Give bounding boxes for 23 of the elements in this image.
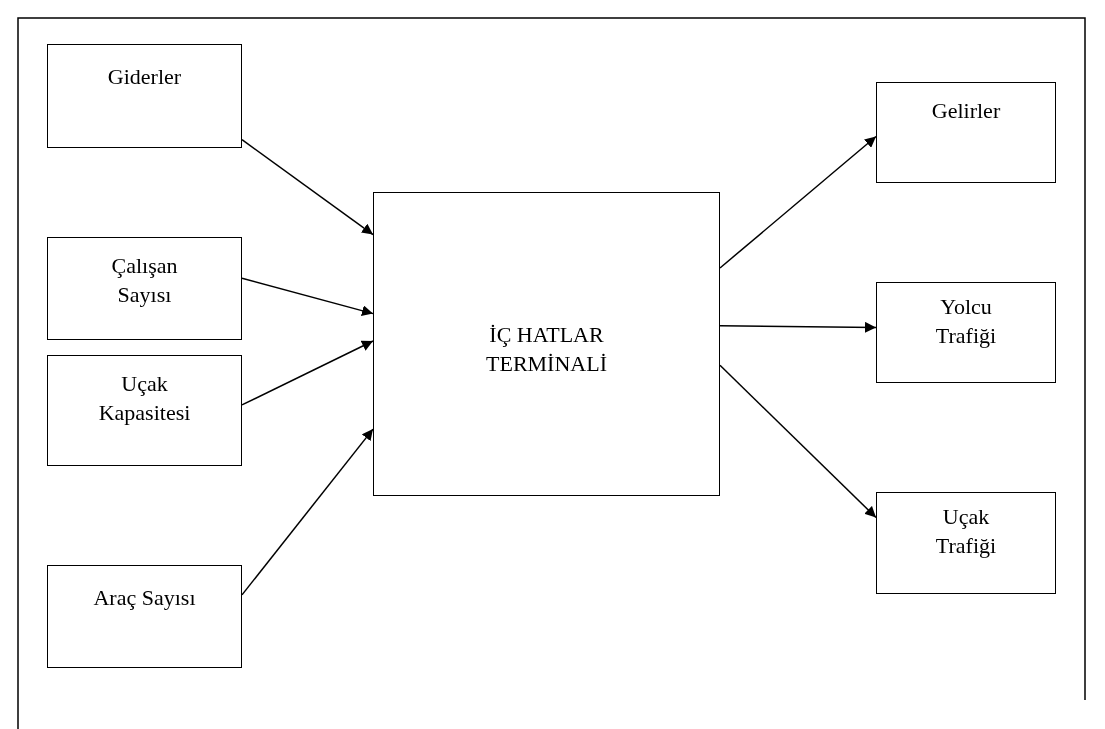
- arrow: [719, 321, 877, 333]
- node-label: Gelirler: [931, 97, 1001, 125]
- arrow: [241, 428, 374, 596]
- process-box: [876, 492, 1056, 594]
- process-box: [47, 355, 242, 466]
- process-box: [876, 282, 1056, 383]
- node-label: Giderler: [107, 63, 182, 91]
- arrow: [719, 364, 877, 519]
- arrow: [241, 277, 374, 317]
- node-label: Uçak Kapasitesi: [97, 370, 192, 427]
- arrow: [241, 138, 374, 236]
- process-box: [876, 82, 1056, 183]
- process-box: [47, 44, 242, 148]
- node-label: Araç Sayısı: [93, 584, 196, 612]
- node-label: Yolcu Trafiği: [934, 293, 998, 350]
- node-label: Uçak Trafiği: [934, 503, 998, 560]
- node-label: İÇ HATLAR TERMİNALİ: [485, 321, 608, 378]
- arrow: [241, 340, 374, 406]
- process-box: [47, 237, 242, 340]
- process-box: [47, 565, 242, 668]
- arrow: [719, 135, 877, 269]
- terminal-box: [373, 192, 720, 496]
- node-label: Çalışan Sayısı: [110, 252, 179, 309]
